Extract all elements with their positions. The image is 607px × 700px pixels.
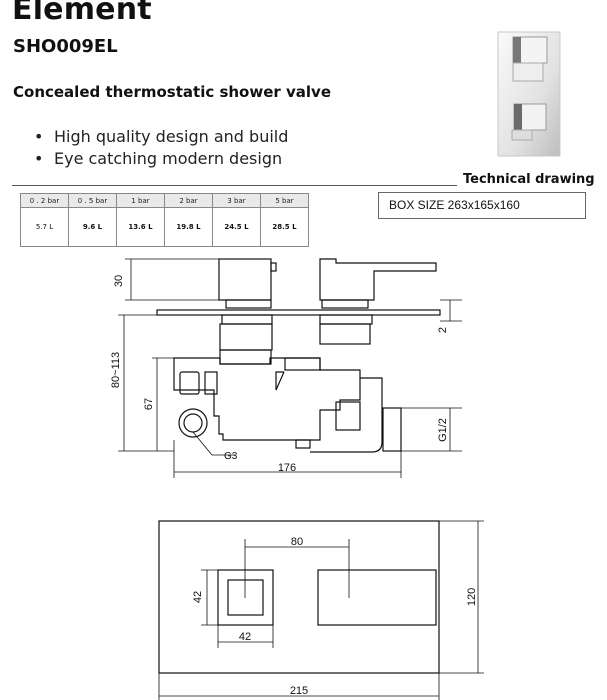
front-dimension-labels: 80 42 42 120 215 [192, 536, 478, 697]
feature-list: High quality design and build Eye catchi… [34, 126, 288, 170]
feature-item: High quality design and build [34, 126, 288, 148]
dimension-labels: 30 80~113 67 2 G1/2 G3 176 [110, 275, 449, 474]
dim-plate-width: 215 [290, 685, 308, 697]
technical-drawing-label: Technical drawing [463, 172, 595, 187]
front-view [158, 520, 440, 674]
pressure-cell: 2 bar [164, 193, 213, 208]
box-size-label: BOX SIZE 263x165x160 [378, 192, 586, 219]
flow-cell: 19.8 L [164, 207, 213, 247]
dim-inlet: G3 [224, 451, 238, 462]
side-view [156, 258, 441, 453]
pressure-cell: 1 bar [116, 193, 165, 208]
product-subtitle: Concealed thermostatic shower valve [13, 83, 332, 101]
section-divider [12, 185, 457, 186]
product-photo [497, 31, 561, 157]
front-dimension-lines [158, 520, 484, 700]
product-title: Element [12, 0, 152, 27]
technical-drawing: 30 80~113 67 2 G1/2 G3 176 80 42 42 120 [110, 258, 484, 700]
pressure-cell: 5 bar [260, 193, 309, 208]
feature-item: Eye catching modern design [34, 148, 288, 170]
dim-width: 176 [278, 462, 296, 474]
dim-spacing: 80 [291, 536, 303, 548]
dim-top: 30 [113, 275, 125, 287]
dim-plate: 2 [437, 327, 449, 333]
flow-cell: 24.5 L [212, 207, 261, 247]
pressure-cell: 3 bar [212, 193, 261, 208]
dimension-lines [118, 258, 462, 478]
flow-cell: 28.5 L [260, 207, 309, 247]
dim-knob-width: 42 [239, 631, 251, 643]
dim-plate-height: 120 [466, 588, 478, 606]
dim-thread: G1/2 [437, 418, 449, 442]
dim-knob-height: 42 [192, 591, 204, 603]
product-code: SHO009EL [13, 36, 118, 57]
dim-center: 67 [143, 398, 155, 410]
dim-depth: 80~113 [110, 352, 122, 388]
pressure-cell: 0 . 2 bar [20, 193, 69, 208]
pressure-cell: 0 . 5 bar [68, 193, 117, 208]
flow-rate-table: 0 . 2 bar 0 . 5 bar 1 bar 2 bar 3 bar 5 … [20, 193, 309, 247]
